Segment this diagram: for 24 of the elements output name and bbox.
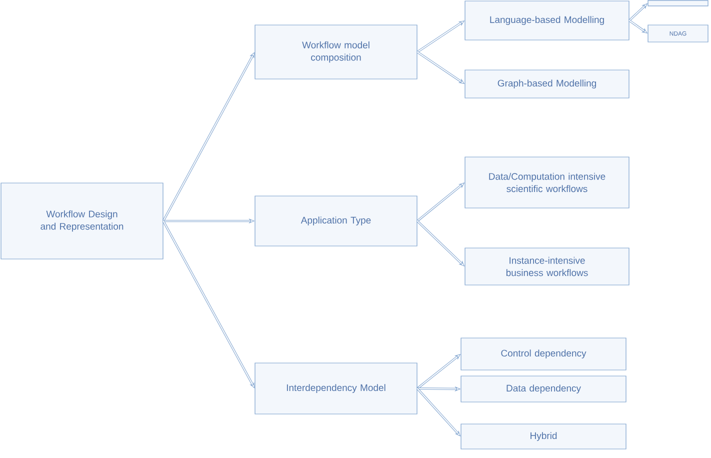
arrow [416,51,464,84]
arrow [416,182,464,222]
process-box: Workflow Design and Representation [0,182,164,260]
process-box: Instance-intensive business workflows [464,248,630,286]
arrow [416,388,461,436]
arrow [628,3,648,22]
process-box: Language-based Modelling [464,0,630,40]
arrow [162,220,255,388]
arrow [416,220,464,266]
arrow [628,20,648,34]
process-box: Control dependency [460,338,626,370]
process-box: Data/Computation intensive scientific workflows [464,156,630,208]
process-box: Interdependency Model [254,362,418,414]
process-box: Hybrid [460,424,626,450]
arrow [416,354,460,390]
process-box: Graph-based Modelling [464,70,630,98]
process-box: Application Type [254,196,418,246]
process-box: Data dependency [460,376,626,402]
process-box: Workflow model composition [254,24,418,80]
empty-box [648,0,708,6]
arrow [162,52,255,222]
arrow [163,218,254,224]
arrow [416,20,464,53]
arrow [417,386,460,392]
